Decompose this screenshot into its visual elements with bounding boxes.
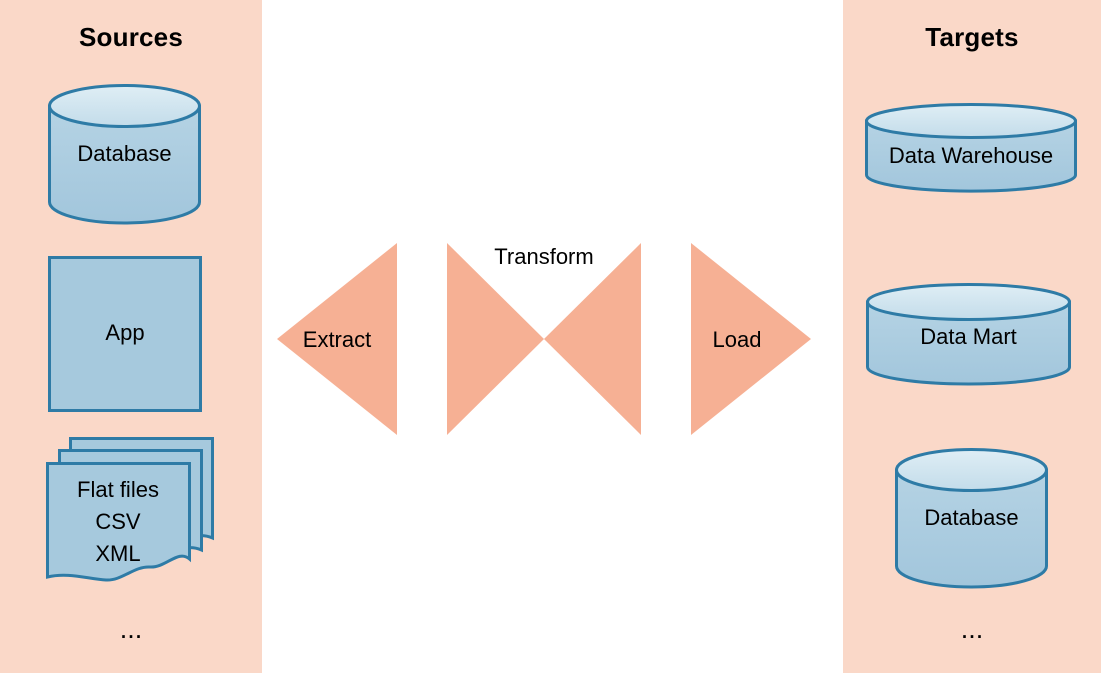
source-node-flat-files[interactable]: Flat files CSV XML (46, 437, 214, 585)
rectangle-icon (48, 256, 202, 412)
sources-ellipsis: ... (119, 614, 143, 644)
target-node-data-mart[interactable]: Data Mart (866, 283, 1071, 386)
triangle-right-icon (691, 243, 811, 435)
triangle-left-icon (277, 243, 397, 435)
cylinder-icon (895, 448, 1048, 589)
source-node-app[interactable]: App (48, 256, 202, 412)
cylinder-icon (865, 103, 1077, 193)
cylinder-icon (866, 283, 1071, 386)
targets-panel-title: Targets (925, 22, 1019, 52)
sources-panel-title: Sources (78, 22, 183, 52)
target-node-database[interactable]: Database (895, 448, 1048, 589)
document-stack-icon (46, 437, 214, 582)
flow-transform[interactable] (447, 243, 641, 435)
targets-ellipsis: ... (960, 614, 984, 644)
source-node-database[interactable]: Database (48, 84, 201, 225)
flow-load[interactable]: Load (691, 243, 811, 435)
cylinder-icon (48, 84, 201, 225)
flow-extract[interactable]: Extract (277, 243, 397, 435)
target-node-data-warehouse[interactable]: Data Warehouse (865, 103, 1077, 193)
bowtie-icon (447, 243, 641, 435)
